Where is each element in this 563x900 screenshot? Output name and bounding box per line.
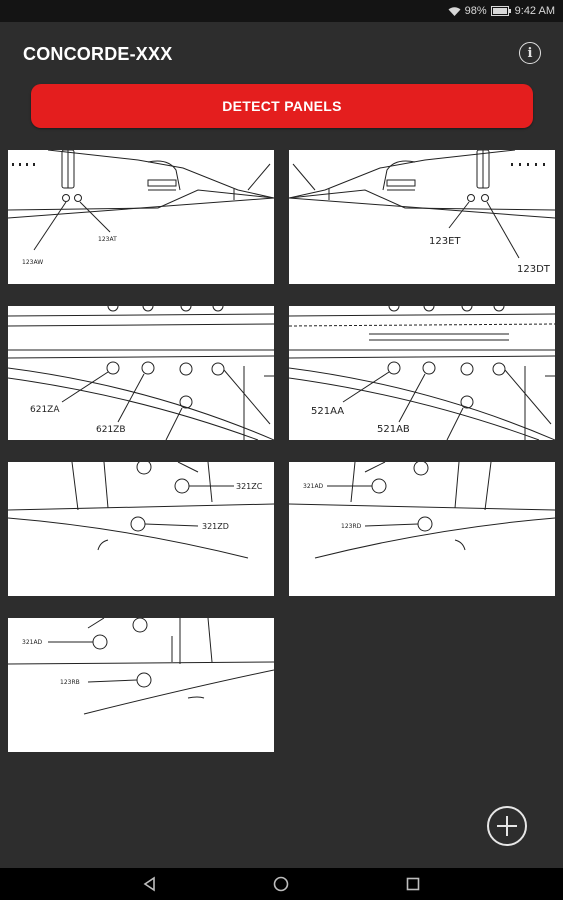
panel-label: 621ZB xyxy=(96,425,126,435)
status-bar: 98% 9:42 AM xyxy=(0,0,563,22)
panel-image-3[interactable]: 621ZA 621ZB xyxy=(8,306,274,440)
panel-drawing-3: 621ZA 621ZB xyxy=(8,306,274,440)
panel-label: 321AD xyxy=(303,483,324,490)
panel-label: 123DT xyxy=(517,264,551,275)
panel-image-6[interactable]: 321AD 123RD xyxy=(289,462,555,596)
panel-label: 123AT xyxy=(98,236,117,243)
panel-label: 123AW xyxy=(22,259,43,266)
recents-icon[interactable] xyxy=(405,876,421,892)
nav-bar xyxy=(0,868,563,900)
status-time: 9:42 AM xyxy=(514,5,555,17)
panel-label: 123RD xyxy=(341,523,362,530)
panel-image-5[interactable]: 321ZC 321ZD xyxy=(8,462,274,596)
panel-image-1[interactable]: 123AW 123AT xyxy=(8,150,274,284)
battery-icon xyxy=(490,6,511,16)
battery-percent: 98% xyxy=(464,5,487,17)
status-bar-right: 98% 9:42 AM xyxy=(448,5,555,17)
add-button[interactable] xyxy=(487,806,527,846)
panel-drawing-2: 123ET 123DT xyxy=(289,150,555,275)
back-icon[interactable] xyxy=(142,876,158,892)
app-bar: CONCORDE-XXX i xyxy=(0,22,563,82)
panel-label: 621ZA xyxy=(30,405,60,415)
panel-label: 321ZC xyxy=(236,482,263,491)
panel-label: 321AD xyxy=(22,639,43,646)
panel-drawing-5: 321ZC 321ZD xyxy=(8,462,274,559)
panel-label: 521AA xyxy=(311,406,344,417)
panel-drawing-4: 521AA 521AB xyxy=(289,306,555,440)
panel-image-7[interactable]: 321AD 123RB xyxy=(8,618,274,752)
panel-image-2[interactable]: 123ET 123DT xyxy=(289,150,555,284)
panel-image-4[interactable]: 521AA 521AB xyxy=(289,306,555,440)
panel-label: 521AB xyxy=(377,424,410,435)
info-button[interactable]: i xyxy=(519,42,541,64)
detect-panels-button[interactable]: DETECT PANELS xyxy=(31,84,533,128)
panel-label: 321ZD xyxy=(202,522,229,531)
home-icon[interactable] xyxy=(273,876,289,892)
panel-drawing-6: 321AD 123RD xyxy=(289,462,555,559)
panel-label: 123ET xyxy=(429,236,461,247)
panel-label: 123RB xyxy=(60,679,80,686)
wifi-icon xyxy=(448,6,461,16)
panel-drawing-1: 123AW 123AT xyxy=(8,150,274,266)
detect-panels-label: DETECT PANELS xyxy=(222,98,342,114)
page-title: CONCORDE-XXX xyxy=(23,44,173,64)
panel-drawing-7: 321AD 123RB xyxy=(8,618,274,715)
info-icon: i xyxy=(527,45,533,61)
